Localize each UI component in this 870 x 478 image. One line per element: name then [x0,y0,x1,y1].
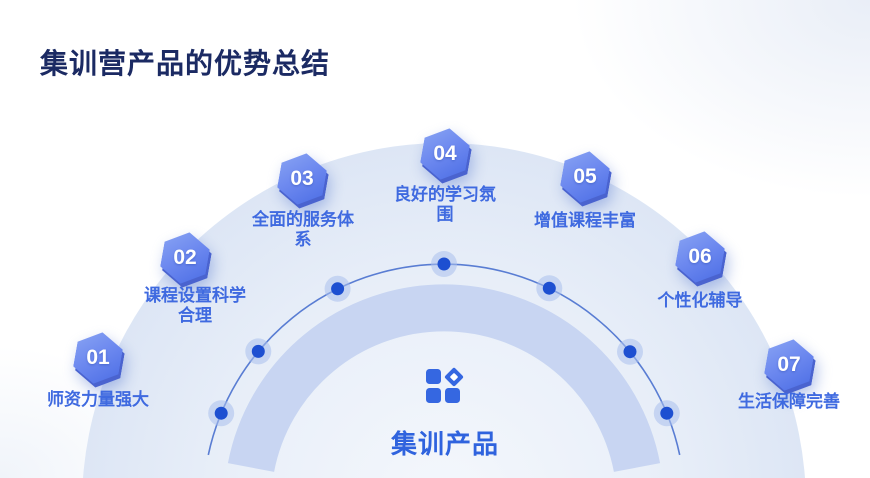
icon-square-bottom-left [426,388,441,403]
ring-band [227,284,661,473]
step-number: 01 [86,346,110,369]
page-title: 集训营产品的优势总结 [40,48,331,79]
step-number: 06 [688,245,712,268]
node-dot [437,257,451,271]
step-label: 增值课程丰富 [534,211,636,230]
step-label: 师资力量强大 [47,390,149,409]
icon-square-top-left [426,369,441,384]
step-number: 04 [433,142,457,165]
node-dot [331,282,345,296]
step-label: 全面的服务体系 [252,210,354,249]
icon-diamond-hole [450,373,458,381]
step-number: 03 [290,167,314,190]
step-hexagon-07: 07 [766,339,812,391]
node-dot [542,281,556,295]
arc-node-dots [208,251,680,427]
node-dot [214,406,228,420]
grid-diamond-icon [425,367,465,407]
icon-square-bottom-right [445,388,460,403]
step-number: 07 [777,353,801,376]
step-number: 02 [173,246,197,269]
node-dot [660,406,674,420]
step-hexagon-04: 04 [422,128,468,180]
center-title: 集训产品 [390,429,499,459]
step-hexagon-01: 01 [75,332,121,384]
step-label: 生活保障完善 [738,392,840,411]
step-label: 课程设置科学合理 [144,286,246,325]
step-label: 个性化辅导 [657,291,743,310]
step-hexagon-05: 05 [562,151,608,203]
node-dot [623,345,637,359]
step-number: 05 [573,165,597,188]
node-dot [251,344,265,358]
icon-diamond [444,367,464,387]
step-hexagon-06: 06 [677,231,723,283]
step-label: 良好的学习氛围 [394,185,496,224]
step-hexagon-03: 03 [279,153,325,205]
step-hexagon-02: 02 [162,232,208,284]
